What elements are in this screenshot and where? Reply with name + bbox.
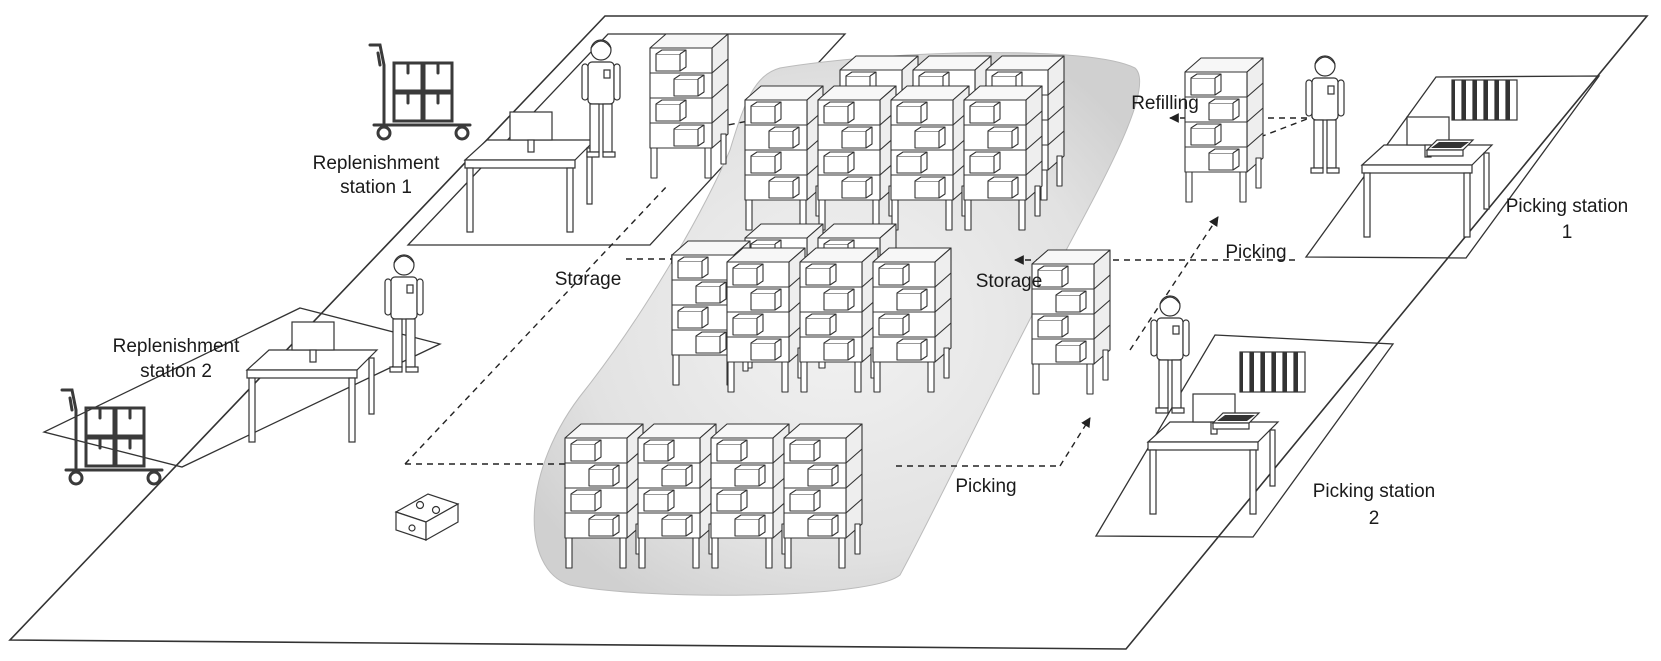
flow-paths — [404, 113, 1321, 467]
worker-replenishment-2 — [384, 254, 424, 373]
shelf-unit-mid-1 — [799, 247, 879, 393]
shelf-unit-replenishment-1 — [649, 33, 729, 179]
shelf-unit-picking-2 — [1031, 249, 1111, 395]
replenishment-1-label-line1: Replenishment — [313, 153, 440, 174]
floor-robot — [394, 493, 460, 542]
tray-picking-1 — [1425, 139, 1475, 157]
worker-picking-2 — [1150, 295, 1190, 414]
replenishment-1-label-line2: station 1 — [340, 177, 412, 198]
worker-picking-1 — [1305, 55, 1345, 174]
picking-station-2-label-line2: 2 — [1369, 508, 1380, 529]
shelf-layer — [564, 33, 1264, 569]
storage-label-right: Storage — [976, 271, 1043, 292]
refilling-label: Refilling — [1131, 93, 1199, 114]
shelf-unit-top-0 — [744, 85, 824, 231]
shelf-unit-mid-2 — [872, 247, 952, 393]
hand-truck-icon-replenishment-1 — [368, 43, 472, 141]
desk-layer — [245, 79, 1518, 542]
shelf-unit-bottom-3 — [783, 423, 863, 569]
shelf-unit-bottom-1 — [637, 423, 717, 569]
shelf-unit-refilling — [1184, 57, 1264, 203]
picking-label-upper: Picking — [1225, 242, 1286, 263]
worker-replenishment-1 — [581, 39, 621, 158]
storage-label-left: Storage — [555, 269, 622, 290]
shelf-unit-top-3 — [963, 85, 1043, 231]
binders-picking-1 — [1451, 79, 1518, 121]
picking-1-zone — [1304, 75, 1601, 259]
replenishment-2-label-line2: station 2 — [140, 361, 212, 382]
replenishment-2-label-line1: Replenishment — [113, 336, 240, 357]
picking-station-1-label-line1: Picking station — [1506, 196, 1629, 217]
shelf-unit-bottom-0 — [564, 423, 644, 569]
tray-picking-2 — [1211, 412, 1261, 430]
people-layer — [384, 39, 1345, 414]
binders-picking-2 — [1239, 351, 1306, 393]
icon-layer — [60, 43, 472, 486]
replenishment-1-zone — [406, 33, 847, 246]
picking-label-lower: Picking — [955, 476, 1016, 497]
hand-truck-icon-replenishment-2 — [60, 388, 164, 486]
shelf-unit-top-1 — [817, 85, 897, 231]
desk-replenishment-2 — [245, 321, 379, 443]
picking-2-zone — [1094, 334, 1395, 538]
picking-station-2-label-line1: Picking station — [1313, 481, 1436, 502]
picking-station-1-label-line2: 1 — [1562, 222, 1573, 243]
